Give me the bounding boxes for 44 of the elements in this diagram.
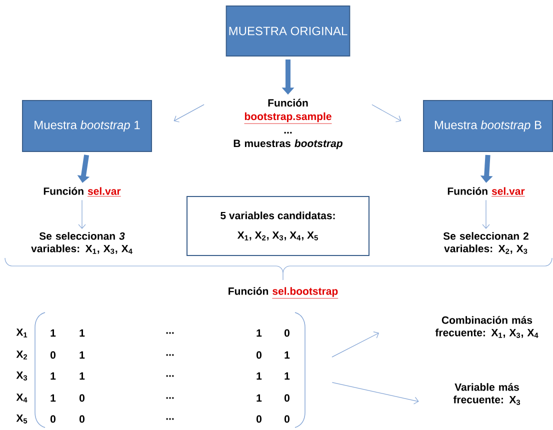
matrix-cell: 1	[284, 351, 290, 359]
matrix-cell: 1	[50, 372, 56, 380]
matrix-cell: 1	[50, 394, 56, 402]
sample-box: Muestra bootstrap B	[423, 100, 553, 152]
matrix-cell: 0	[284, 394, 290, 402]
matrix-cell: ...	[166, 375, 174, 377]
selection-text: Se seleccionan 3 variables: X$_{1}$, X$_{3}$, X$_{4}$	[31, 232, 132, 254]
matrix-cell: 1	[50, 329, 56, 337]
matrix-cell: 1	[80, 372, 85, 380]
selection-text: Se seleccionan 2 variables: X$_{2}$, X$_{3}$	[443, 232, 528, 254]
function-text: Función bootstrap.sample ... B muestras bootstrap	[234, 98, 342, 150]
sample-box: Muestra bootstrap 1	[22, 100, 152, 152]
function-text: Función sel.bootstrap	[228, 287, 338, 299]
matrix-cell: ...	[166, 354, 174, 356]
arrow	[332, 382, 419, 404]
matrix-cell: 0	[50, 415, 56, 423]
matrix-cell: 0	[256, 351, 262, 359]
result-text: Variable más frecuente: X$_{3}$	[453, 383, 520, 405]
matrix-cell: 1	[284, 372, 290, 380]
sample-box: MUESTRA ORIGINAL	[226, 6, 350, 56]
candidates-box: 5 variables candidatas: X$_{1}$, X$_{2}$, X$_{3}$, X$_{4}$, X$_{5}$	[186, 196, 370, 256]
matrix-cell: 0	[256, 415, 262, 423]
matrix-cell: 1	[80, 351, 85, 359]
matrix-cell: 1	[256, 394, 262, 402]
arrow	[78, 200, 86, 229]
matrix-cell: 0	[80, 415, 84, 423]
arrow	[482, 200, 490, 229]
matrix-cell: 0	[80, 394, 84, 402]
matrix-cell: 1	[256, 329, 262, 337]
function-text: Función sel.var	[44, 187, 121, 196]
arrow	[332, 332, 380, 358]
result-text: Combinación más frecuente: X$_{1}$, X$_{3}$, X$_{4}$	[435, 316, 538, 338]
matrix-cell: 1	[256, 372, 262, 380]
arrow	[372, 104, 402, 122]
matrix-bracket	[34, 312, 306, 428]
matrix-cell: 0	[284, 329, 290, 337]
matrix-cell: 1	[80, 329, 85, 337]
arrow	[174, 104, 204, 122]
matrix-cell: 0	[284, 415, 290, 423]
function-text: Función sel.var	[448, 187, 525, 196]
matrix-cell: ...	[166, 332, 174, 334]
matrix-cell: ...	[166, 418, 174, 420]
matrix-cell: 0	[50, 351, 56, 359]
matrix-cell: ...	[166, 397, 174, 399]
